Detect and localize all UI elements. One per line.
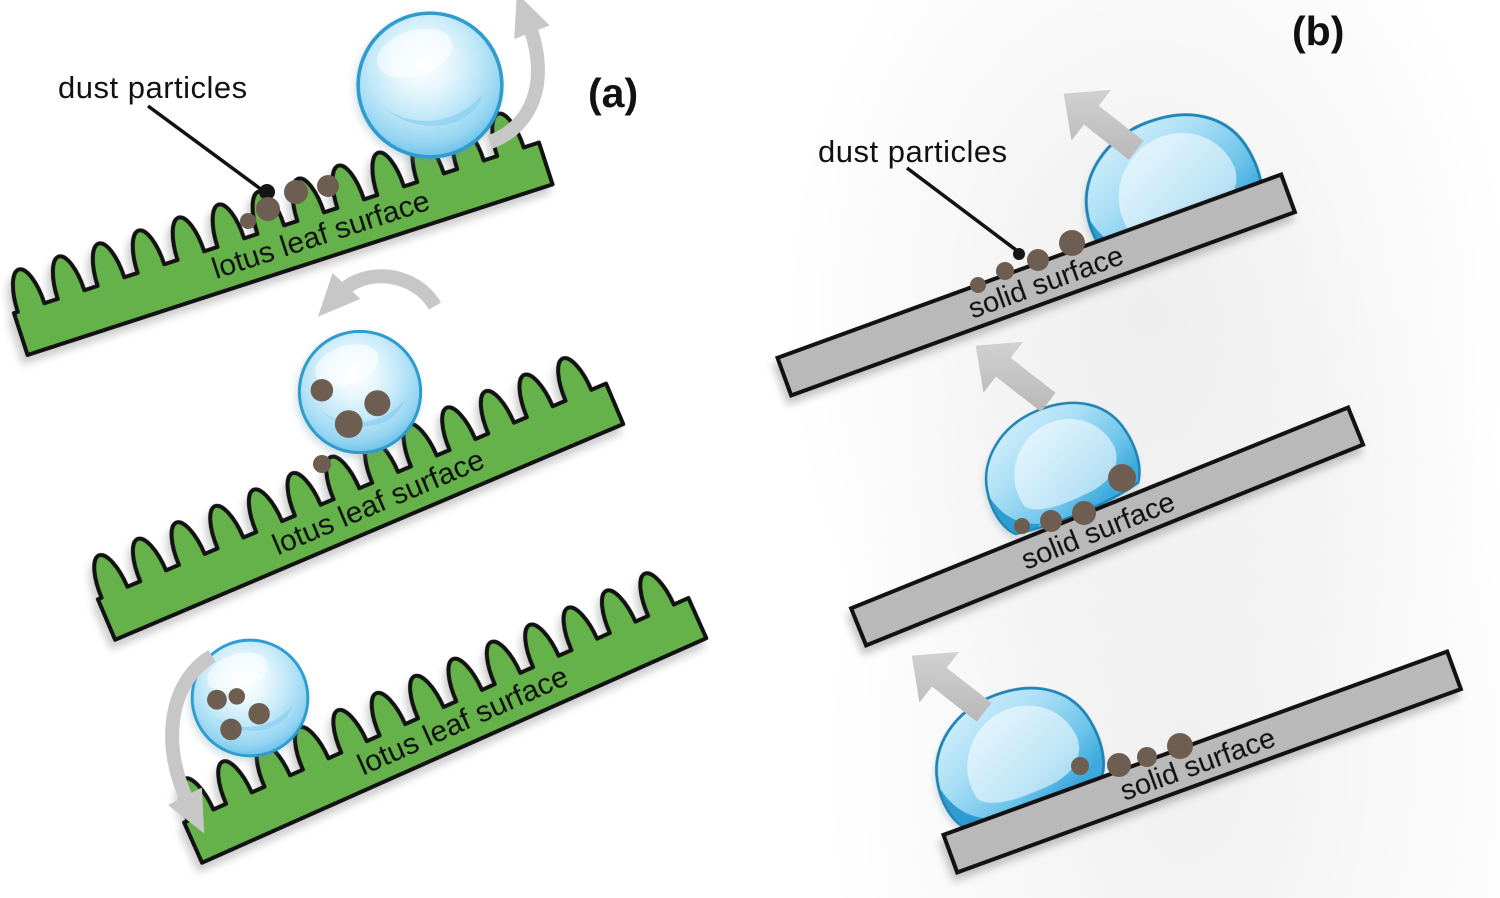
panel-b-label: (b) [1292, 8, 1345, 54]
dust-particle [256, 197, 280, 221]
dust-particle [259, 184, 275, 200]
dust-particle [1108, 464, 1136, 492]
dust-particle [284, 180, 308, 204]
rolling-droplet-stage3 [190, 638, 310, 758]
dust-particle [240, 213, 256, 229]
rolling-droplet-stage2 [297, 329, 423, 455]
dust-particle [970, 277, 986, 293]
dust-particle [1107, 753, 1131, 777]
leader-line-b [905, 166, 1018, 252]
panel-a-label: (a) [588, 70, 639, 116]
dust-particle [334, 410, 363, 438]
curved-arrow-icon [165, 649, 216, 834]
dust-pushed-by-droplet [1014, 464, 1136, 534]
dust-particle [228, 688, 246, 705]
dust-particle [364, 390, 391, 417]
droplet-swirl [319, 399, 405, 427]
dust-particle [1072, 501, 1096, 525]
dust-trail-solid-surface [1071, 733, 1193, 777]
dust-particle [996, 262, 1014, 280]
dust-particle [1137, 747, 1157, 767]
dust-particle [1167, 733, 1193, 759]
dust-particle [317, 175, 339, 197]
dust-particle [310, 379, 334, 402]
rolling-droplet-stage1 [356, 11, 504, 159]
dust-inside-droplet [310, 379, 391, 438]
dust-particle [1014, 518, 1030, 534]
dust-left-behind-lotus [313, 455, 331, 473]
dust-particles-label-a: dust particles [58, 70, 248, 105]
curved-arrow-icon [317, 269, 442, 317]
dust-particle [220, 718, 242, 741]
rolling-direction-arrow-stage2 [317, 269, 442, 317]
dust-particle [1059, 230, 1085, 256]
dust-particle [1040, 510, 1062, 532]
droplet-swirl [211, 705, 293, 731]
dust-on-solid-surface [970, 230, 1085, 293]
droplet-highlight [207, 652, 268, 693]
dust-particle [1071, 757, 1089, 775]
dust-particle [207, 689, 227, 710]
droplet-highlight [315, 344, 379, 386]
dust-particle [1027, 249, 1049, 271]
dust-inside-droplet [207, 688, 270, 741]
dust-on-lotus-surface [240, 175, 339, 229]
rolling-direction-arrow-stage3 [165, 649, 216, 834]
dust-particle [313, 455, 331, 473]
leader-line-a [146, 104, 264, 192]
dust-particle [1013, 248, 1025, 260]
droplet-swirl [381, 94, 483, 126]
dust-particle [248, 702, 270, 725]
curved-arrow-icon [487, 0, 550, 149]
dust-particles-label-b: dust particles [818, 134, 1008, 169]
rolling-direction-arrow-stage1 [487, 0, 550, 149]
droplet-highlight [376, 28, 453, 78]
